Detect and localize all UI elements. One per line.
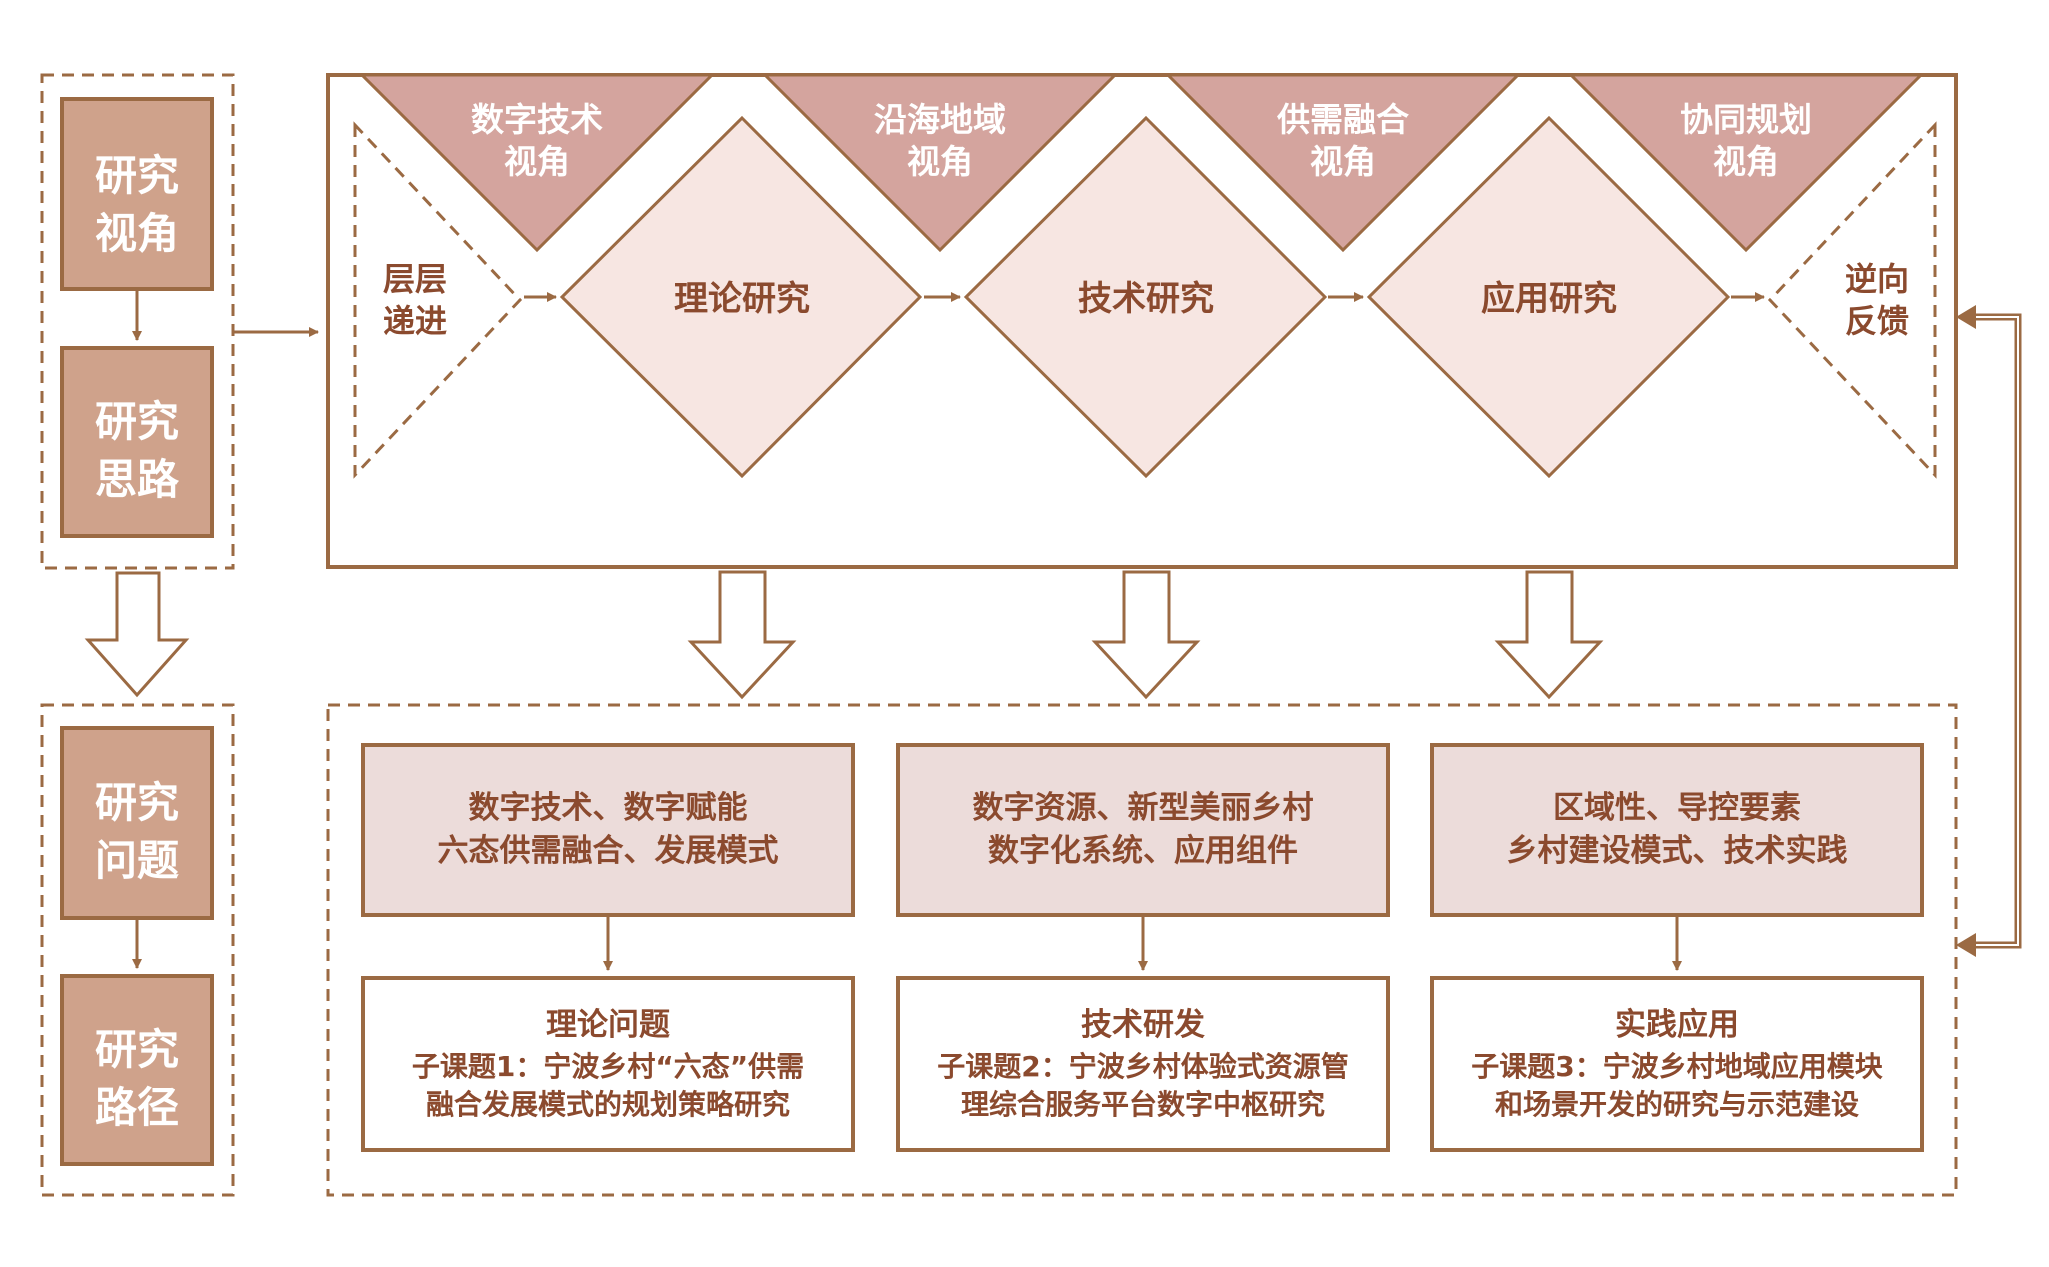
side-label: 逆向 — [1845, 260, 1909, 298]
diamond-theory-research: 理论研究 — [559, 115, 923, 479]
feedback-loop-connector — [1956, 305, 2022, 957]
topic-line: 区域性、导控要素 — [1553, 790, 1801, 826]
progressive-triangle: 层层 递进 — [353, 121, 523, 479]
diamond-technology-research: 技术研究 — [963, 115, 1328, 479]
perspective-label: 视角 — [907, 142, 973, 181]
research-path-box: 研究 路径 — [60, 974, 214, 1166]
box-label: 研究 — [95, 778, 179, 827]
hollow-arrow-down — [1091, 570, 1201, 700]
left-group-top — [40, 73, 235, 570]
topic-box-1: 数字技术、数字赋能 六态供需融合、发展模式 — [361, 743, 855, 917]
outcome-title: 技术研发 — [1081, 1007, 1205, 1043]
box-label: 路径 — [95, 1083, 179, 1132]
outcome-line: 子课题3：宁波乡村地域应用模块 — [1471, 1050, 1882, 1083]
diamond-application-research: 应用研究 — [1366, 115, 1731, 479]
research-perspective-box: 研究 视角 — [60, 97, 214, 291]
topic-line: 数字资源、新型美丽乡村 — [973, 790, 1314, 826]
reverse-feedback-triangle: 逆向 反馈 — [1767, 121, 1937, 479]
outcome-line: 子课题2：宁波乡村体验式资源管 — [937, 1050, 1348, 1083]
perspective-triangle-digital-tech: 数字技术 视角 — [358, 73, 716, 253]
hollow-arrow-down — [1494, 570, 1604, 700]
outcome-line: 融合发展模式的规划策略研究 — [426, 1088, 790, 1121]
bottom-panel — [326, 703, 1958, 1197]
side-label: 递进 — [383, 302, 447, 340]
box-label: 研究 — [95, 1025, 179, 1074]
topic-line: 乡村建设模式、技术实践 — [1507, 833, 1848, 869]
diamond-label: 理论研究 — [674, 279, 810, 319]
perspective-triangle-supply-demand: 供需融合 视角 — [1164, 73, 1522, 253]
outcome-line: 子课题1：宁波乡村“六态”供需 — [412, 1050, 804, 1083]
topic-line: 数字技术、数字赋能 — [469, 790, 748, 826]
perspective-label: 数字技术 — [471, 100, 603, 139]
perspective-triangle-collab-planning: 协同规划 视角 — [1567, 73, 1925, 253]
perspective-label: 视角 — [1310, 142, 1376, 181]
topic-box-3: 区域性、导控要素 乡村建设模式、技术实践 — [1430, 743, 1924, 917]
outcome-line: 理综合服务平台数字中枢研究 — [961, 1088, 1325, 1121]
topic-box-2: 数字资源、新型美丽乡村 数字化系统、应用组件 — [896, 743, 1390, 917]
outcome-box-1: 理论问题 子课题1：宁波乡村“六态”供需 融合发展模式的规划策略研究 — [361, 976, 855, 1152]
topic-line: 六态供需融合、发展模式 — [438, 833, 779, 869]
perspective-label: 供需融合 — [1277, 100, 1409, 139]
topic-line: 数字化系统、应用组件 — [988, 833, 1298, 869]
research-thinking-box: 研究 思路 — [60, 346, 214, 538]
box-label: 视角 — [95, 209, 179, 258]
perspective-label: 协同规划 — [1680, 100, 1812, 139]
perspective-triangle-coastal: 沿海地域 视角 — [761, 73, 1119, 253]
box-label: 思路 — [95, 455, 180, 504]
outcome-title: 理论问题 — [546, 1007, 670, 1043]
diamond-label: 技术研究 — [1078, 279, 1214, 319]
side-label: 反馈 — [1845, 302, 1909, 340]
box-label: 研究 — [95, 397, 179, 446]
outcome-box-3: 实践应用 子课题3：宁波乡村地域应用模块 和场景开发的研究与示范建设 — [1430, 976, 1924, 1152]
perspective-label: 视角 — [504, 142, 570, 181]
hollow-arrow-left — [84, 571, 190, 698]
diamond-label: 应用研究 — [1481, 279, 1617, 319]
box-label: 问题 — [95, 836, 179, 885]
outcome-title: 实践应用 — [1615, 1007, 1739, 1043]
research-problem-box: 研究 问题 — [60, 726, 214, 920]
perspective-label: 沿海地域 — [874, 100, 1006, 139]
box-label: 研究 — [95, 151, 179, 200]
outcome-line: 和场景开发的研究与示范建设 — [1495, 1088, 1859, 1121]
hollow-arrow-down — [687, 570, 797, 700]
outcome-box-2: 技术研发 子课题2：宁波乡村体验式资源管 理综合服务平台数字中枢研究 — [896, 976, 1390, 1152]
perspective-label: 视角 — [1713, 142, 1779, 181]
side-label: 层层 — [383, 260, 447, 298]
